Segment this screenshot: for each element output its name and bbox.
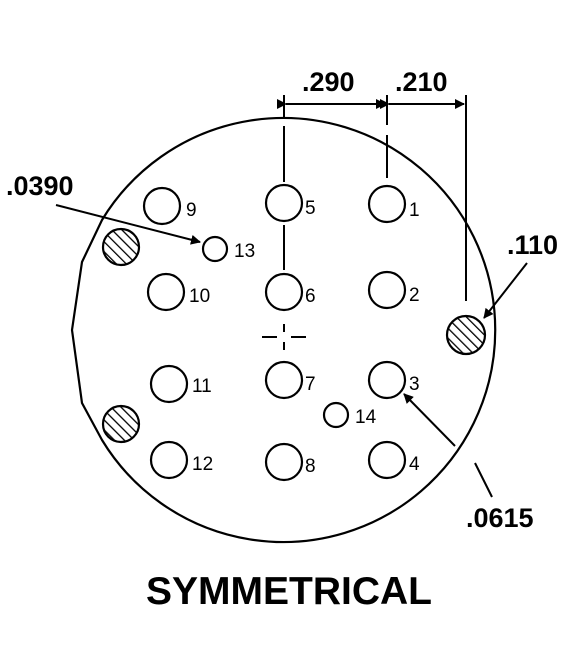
contact-8 xyxy=(264,442,304,482)
contact-1 xyxy=(367,184,407,224)
contact-label-1: 1 xyxy=(409,200,420,221)
leader-0390 xyxy=(55,204,201,245)
contact-label-2: 2 xyxy=(409,285,420,306)
contact-13 xyxy=(201,235,229,263)
contact-5 xyxy=(264,183,304,223)
contact-label-4: 4 xyxy=(409,454,420,475)
contact-label-6: 6 xyxy=(305,286,316,307)
contact-12 xyxy=(149,440,189,480)
key-circle-right xyxy=(445,314,487,356)
contact-7 xyxy=(264,360,304,400)
contact-6 xyxy=(264,272,304,312)
contact-4 xyxy=(367,440,407,480)
insert-outline xyxy=(70,116,497,544)
dim-label-290: .290 xyxy=(302,67,355,97)
contact-label-12: 12 xyxy=(192,454,213,475)
contact-label-11: 11 xyxy=(192,376,212,397)
contact-label-5: 5 xyxy=(305,198,316,219)
contact-10 xyxy=(146,272,186,312)
contact-label-13: 13 xyxy=(234,241,255,262)
contact-label-10: 10 xyxy=(189,286,210,307)
dim-label-110: .110 xyxy=(507,230,558,260)
key-circle-lower-left xyxy=(101,404,141,444)
contact-label-8: 8 xyxy=(305,456,316,477)
contact-2 xyxy=(367,270,407,310)
contact-9 xyxy=(142,186,182,226)
contact-11 xyxy=(149,364,189,404)
dim-label-210: .210 xyxy=(395,67,448,97)
contact-label-14: 14 xyxy=(355,407,377,428)
contact-3 xyxy=(367,360,407,400)
leader-0615-tail xyxy=(474,462,493,498)
caption-symmetrical: SYMMETRICAL xyxy=(146,570,432,613)
contact-label-7: 7 xyxy=(305,374,316,395)
contact-label-3: 3 xyxy=(409,374,420,395)
contact-label-9: 9 xyxy=(186,200,197,221)
dim-label-0615: .0615 xyxy=(466,503,534,533)
leader-0615 xyxy=(403,393,456,447)
leader-110 xyxy=(483,262,528,319)
contact-14 xyxy=(322,401,350,429)
dim-label-0390: .0390 xyxy=(6,171,74,201)
key-circle-upper-left xyxy=(101,227,141,267)
